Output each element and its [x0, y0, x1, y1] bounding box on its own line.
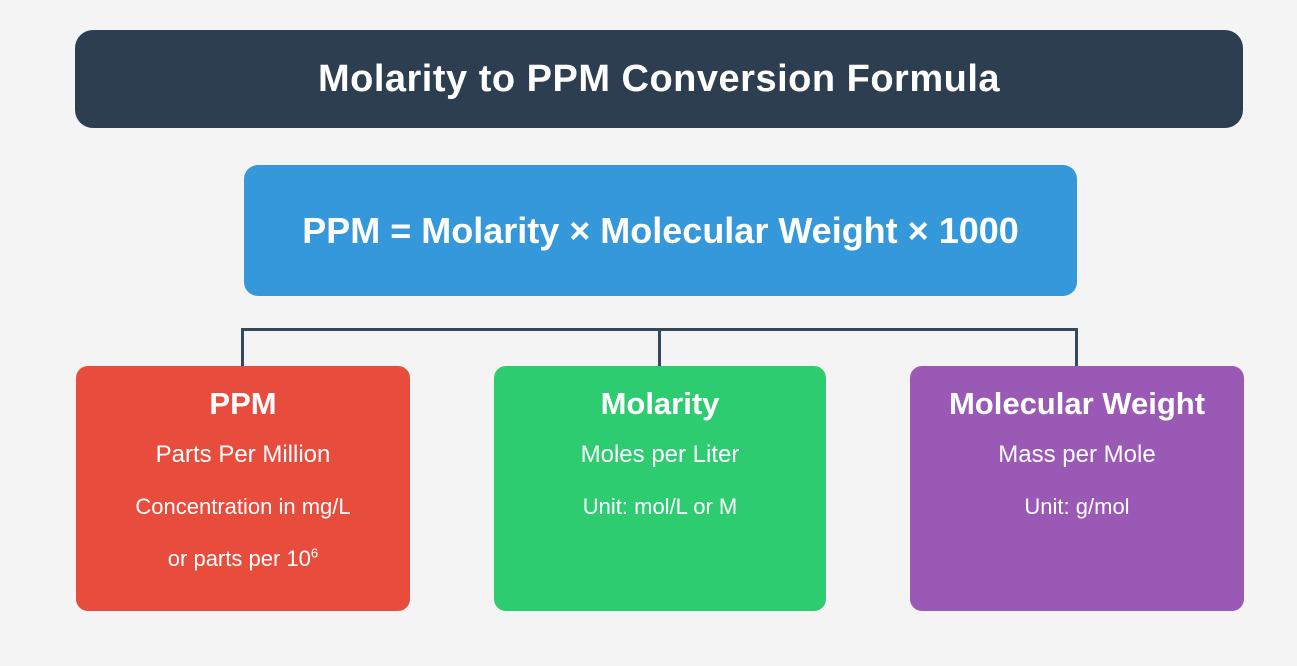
- card-molarity: Molarity Moles per Liter Unit: mol/L or …: [494, 366, 826, 611]
- card-molecular-weight-line-1: Mass per Mole: [998, 441, 1156, 468]
- connector-stub-molarity: [658, 328, 661, 367]
- header-bar: Molarity to PPM Conversion Formula: [75, 30, 1243, 128]
- page-title: Molarity to PPM Conversion Formula: [317, 57, 1001, 100]
- card-molecular-weight-title: Molecular Weight: [948, 386, 1206, 421]
- card-molecular-weight-line-2: Unit: g/mol: [1024, 494, 1130, 519]
- card-molarity-line-1: Moles per Liter: [580, 441, 740, 468]
- formula-text: PPM = Molarity × Molecular Weight × 1000: [302, 209, 1019, 251]
- formula-box: PPM = Molarity × Molecular Weight × 1000: [244, 165, 1077, 296]
- connector-stub-molecular-weight: [1075, 328, 1078, 367]
- card-ppm: PPM Parts Per Million Concentration in m…: [76, 366, 410, 611]
- card-ppm-line-1: Parts Per Million: [155, 441, 331, 468]
- card-molecular-weight: Molecular Weight Mass per Mole Unit: g/m…: [910, 366, 1244, 611]
- card-ppm-line-3-superscript: 6: [310, 545, 319, 561]
- card-ppm-line-3-base: or parts per 10: [167, 546, 311, 571]
- connector-stub-ppm: [241, 328, 244, 367]
- card-ppm-line-3: or parts per 106: [76, 545, 410, 573]
- card-molarity-title: Molarity: [600, 386, 720, 421]
- card-ppm-title: PPM: [209, 386, 277, 421]
- card-molarity-line-2: Unit: mol/L or M: [582, 494, 738, 519]
- card-ppm-line-2: Concentration in mg/L: [135, 494, 351, 519]
